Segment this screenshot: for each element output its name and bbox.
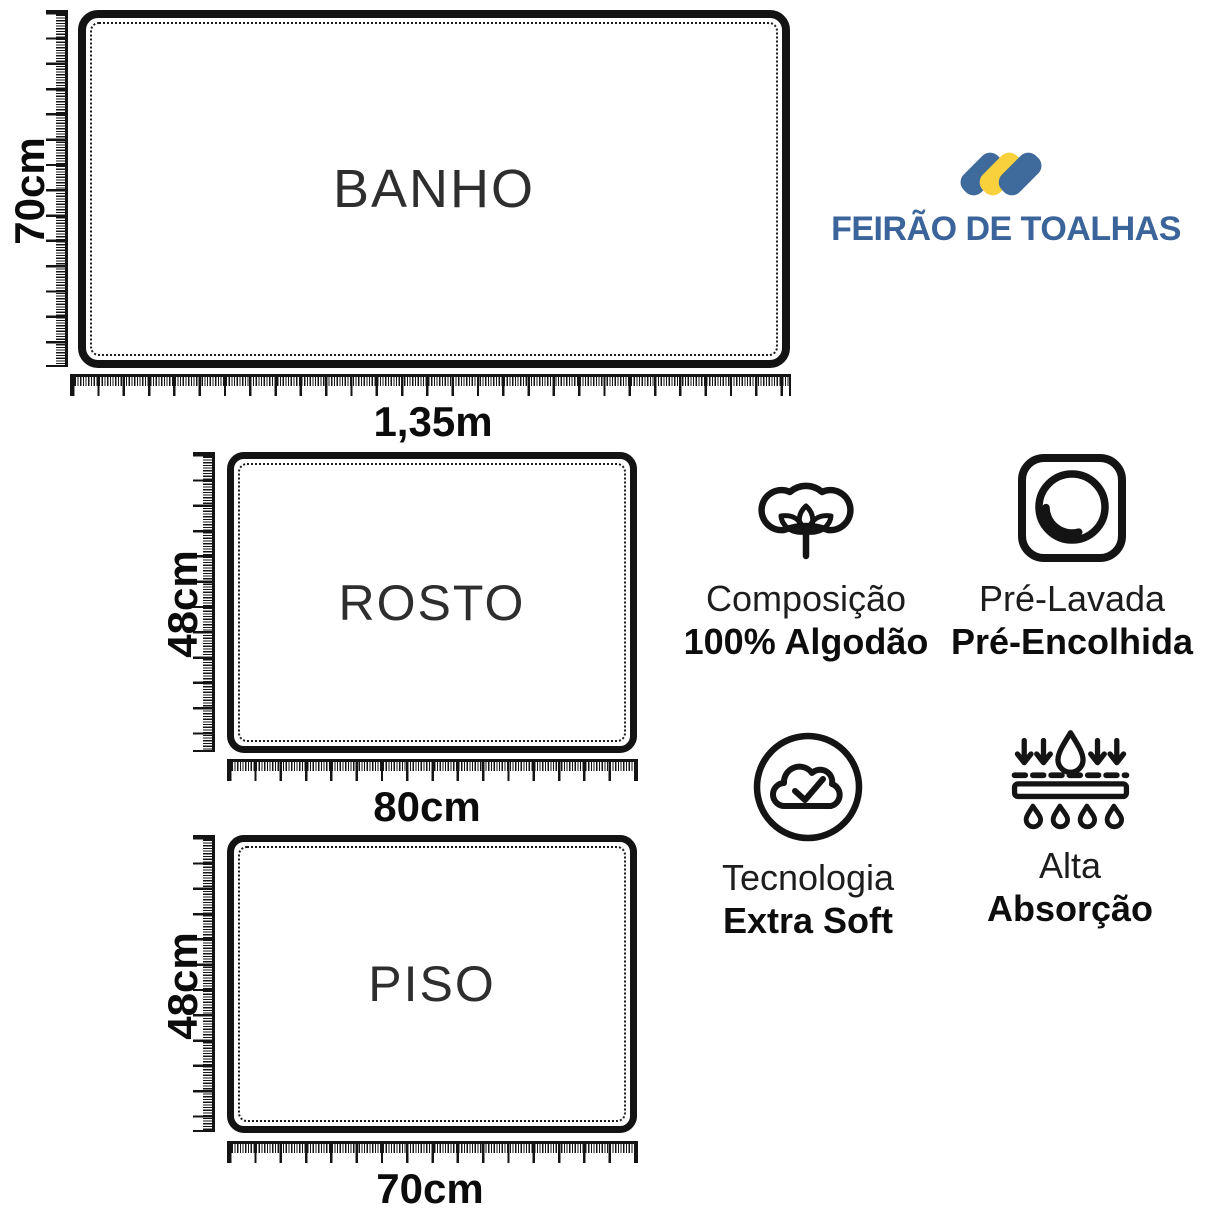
piso-vertical-ruler [193,835,215,1132]
feature-composicao-title: Composição [705,578,907,619]
feature-tecnologia: Tecnologia Extra Soft [648,727,968,943]
feature-absorcao-title: Alta [1038,845,1102,886]
rosto-width-label: 80cm [373,783,481,830]
feature-composicao-value: 100% Algodão [683,621,929,662]
banho-vertical-ruler [46,10,68,367]
feature-pre-lavada: Pré-Lavada Pré-Encolhida [912,448,1210,664]
brand-logo-icon [960,152,1042,196]
piso-width-label: 70cm [376,1165,484,1210]
feature-absorcao: Alta Absorção [910,727,1210,931]
rosto-label: ROSTO [338,574,526,631]
feature-pre-lavada-value: Pré-Encolhida [950,621,1194,662]
brand-name: FEIRÃO DE TOALHAS [831,210,1181,248]
cotton-icon [758,482,854,560]
rosto-height-label: 48cm [159,550,206,658]
cloud-check-icon [753,732,863,842]
feature-tecnologia-value: Extra Soft [722,900,894,941]
piso-horizontal-ruler [227,1141,638,1163]
feature-pre-lavada-title: Pré-Lavada [978,578,1166,619]
rosto-towel-diagram: ROSTO [227,452,637,753]
rosto-horizontal-ruler [227,759,638,781]
feature-composicao: Composição 100% Algodão [646,448,966,664]
banho-label: BANHO [332,159,536,219]
rosto-vertical-ruler [193,452,215,752]
feature-tecnologia-title: Tecnologia [721,857,895,898]
absorption-icon [1011,730,1129,830]
piso-label: PISO [368,956,496,1012]
banho-height-label: 70cm [6,137,53,245]
piso-height-label: 48cm [159,932,206,1040]
banho-towel-diagram: BANHO [78,10,790,368]
feature-absorcao-value: Absorção [986,888,1154,929]
banho-horizontal-ruler [70,374,791,396]
banho-width-label: 1,35m [373,398,493,445]
piso-towel-diagram: PISO [227,835,637,1133]
washing-machine-icon [1018,454,1126,562]
